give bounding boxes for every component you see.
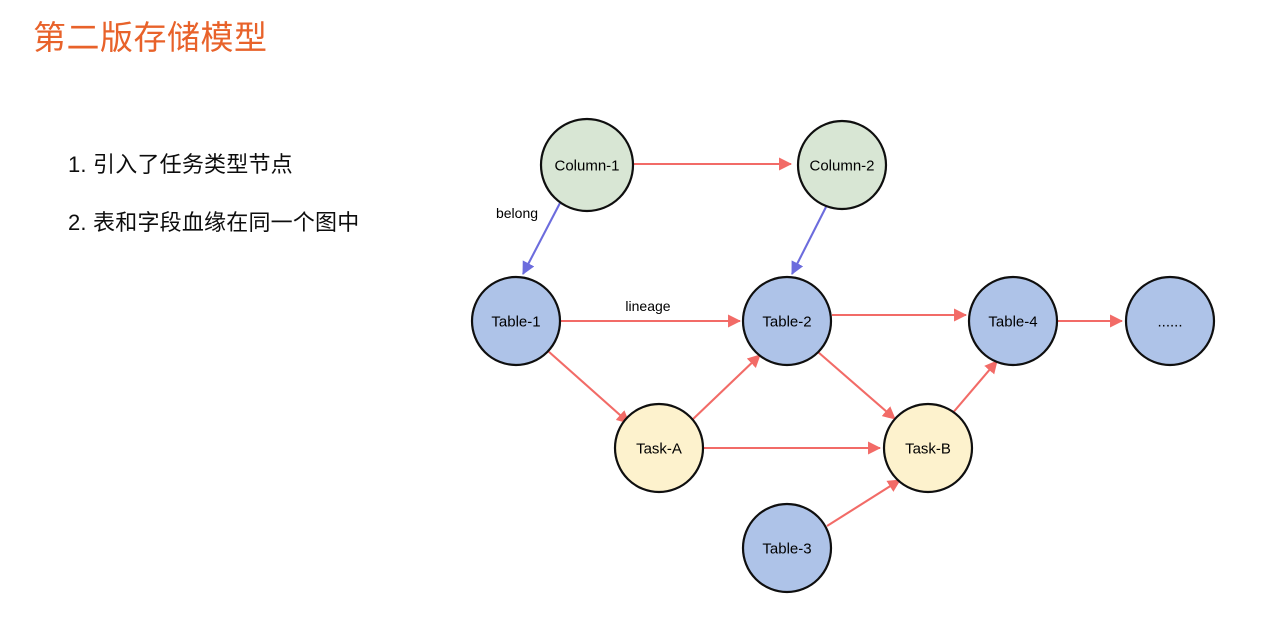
edge-table3-taskb bbox=[826, 479, 901, 527]
node-circle-table-2[interactable] bbox=[741, 275, 833, 367]
edge-taskb-table4 bbox=[950, 360, 998, 416]
node-table-4[interactable]: Table-4 bbox=[967, 275, 1059, 367]
edge-label-layer: belong lineage bbox=[496, 205, 671, 314]
edge-column2-table2 bbox=[791, 206, 827, 275]
node-table-3[interactable]: Table-3 bbox=[741, 502, 833, 594]
edge-table2-taskb bbox=[817, 351, 896, 420]
node-circle-more[interactable] bbox=[1124, 275, 1216, 367]
edge-label-belong: belong bbox=[496, 205, 538, 221]
node-label-table-2: Table-2 bbox=[762, 314, 811, 331]
node-label-table-4: Table-4 bbox=[988, 314, 1037, 331]
node-label-column-2: Column-2 bbox=[809, 158, 874, 175]
node-table-1[interactable]: Table-1 bbox=[470, 275, 562, 367]
bullet-list: 1. 引入了任务类型节点 2. 表和字段血缘在同一个图中 bbox=[68, 150, 413, 267]
node-label-column-1: Column-1 bbox=[554, 158, 619, 175]
node-circle-table-3[interactable] bbox=[741, 502, 833, 594]
node-circle-task-a[interactable] bbox=[613, 402, 705, 494]
node-table-2[interactable]: Table-2 bbox=[741, 275, 833, 367]
page-title: 第二版存储模型 bbox=[33, 19, 268, 56]
node-circle-column-2[interactable] bbox=[796, 119, 888, 211]
node-more[interactable]: ...... bbox=[1124, 275, 1216, 367]
node-column-2[interactable]: Column-2 bbox=[796, 119, 888, 211]
node-circle-table-4[interactable] bbox=[967, 275, 1059, 367]
node-task-a[interactable]: Task-A bbox=[613, 402, 705, 494]
node-label-table-3: Table-3 bbox=[762, 541, 811, 558]
edge-label-lineage: lineage bbox=[625, 298, 670, 314]
node-task-b[interactable]: Task-B bbox=[882, 402, 974, 494]
node-circle-table-1[interactable] bbox=[470, 275, 562, 367]
node-label-table-1: Table-1 bbox=[491, 314, 540, 331]
node-layer: Column-1 Column-2 Table-1 Table-2 Table-… bbox=[470, 117, 1216, 594]
node-label-task-b: Task-B bbox=[905, 441, 951, 458]
node-circle-column-1[interactable] bbox=[539, 117, 635, 213]
edge-layer bbox=[522, 157, 1124, 527]
node-column-1[interactable]: Column-1 bbox=[539, 117, 635, 213]
edge-column1-table1 bbox=[522, 202, 561, 275]
node-label-more: ...... bbox=[1157, 314, 1182, 331]
edge-taska-table2 bbox=[690, 354, 761, 422]
edge-table1-taska bbox=[547, 350, 630, 424]
node-circle-task-b[interactable] bbox=[882, 402, 974, 494]
list-item: 1. 引入了任务类型节点 bbox=[68, 152, 293, 177]
node-label-task-a: Task-A bbox=[636, 441, 682, 458]
list-item: 2. 表和字段血缘在同一个图中 bbox=[68, 210, 360, 236]
